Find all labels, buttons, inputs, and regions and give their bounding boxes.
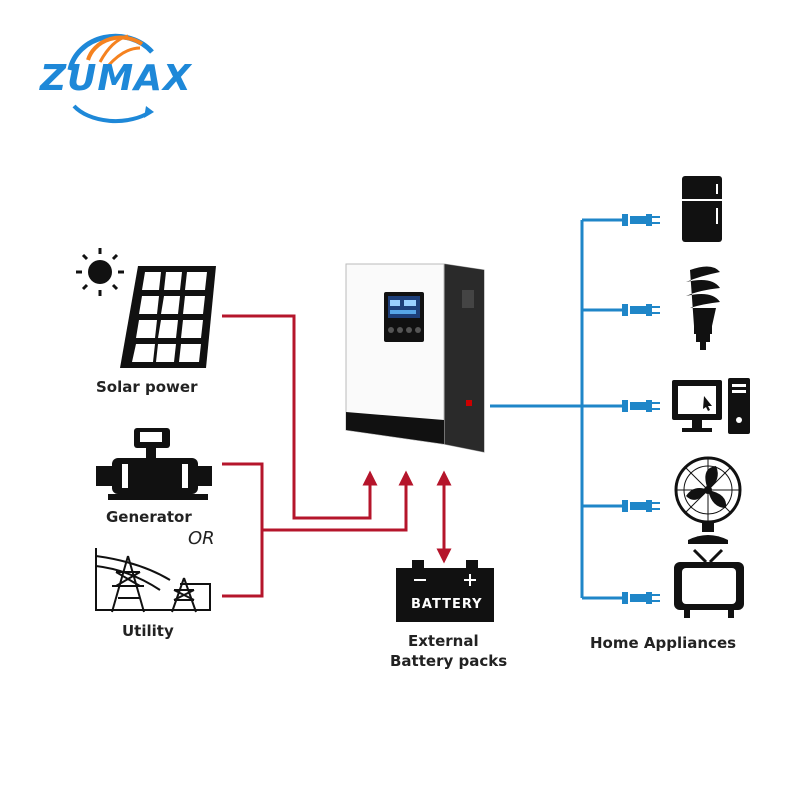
inverter-button-2 <box>397 327 403 333</box>
inverter-device <box>345 263 485 453</box>
logo-icon <box>67 33 154 124</box>
output-wiring <box>490 218 622 600</box>
plug-icon <box>622 304 660 316</box>
battery-icon <box>396 560 494 622</box>
utility-tower-icon <box>95 548 211 613</box>
generator-icon <box>96 428 212 500</box>
inverter-button-1 <box>388 327 394 333</box>
inverter-button-3 <box>406 327 412 333</box>
fridge-icon <box>682 176 722 242</box>
plug-icon <box>622 500 660 512</box>
plug-icon <box>622 592 660 604</box>
battery-caption-line1: External <box>408 632 479 650</box>
battery-caption-line2: Battery packs <box>390 652 508 670</box>
solar-power-label: Solar power <box>96 378 198 396</box>
battery-box-label: BATTERY <box>411 597 483 612</box>
sun-icon <box>76 248 124 296</box>
brand-logo-text: ZUMAX <box>40 58 192 99</box>
home-appliances-label: Home Appliances <box>590 634 737 652</box>
input-wiring <box>222 314 452 598</box>
lamp-icon <box>686 266 720 350</box>
generator-label: Generator <box>106 508 192 526</box>
utility-label: Utility <box>122 622 174 640</box>
fan-icon <box>674 456 742 544</box>
solar-panel-icon <box>120 266 216 368</box>
plug-icon <box>622 214 660 226</box>
computer-icon <box>672 378 750 434</box>
or-label: OR <box>188 528 215 549</box>
inverter-button-4 <box>415 327 421 333</box>
plug-icon <box>622 400 660 412</box>
tv-icon <box>674 548 744 618</box>
